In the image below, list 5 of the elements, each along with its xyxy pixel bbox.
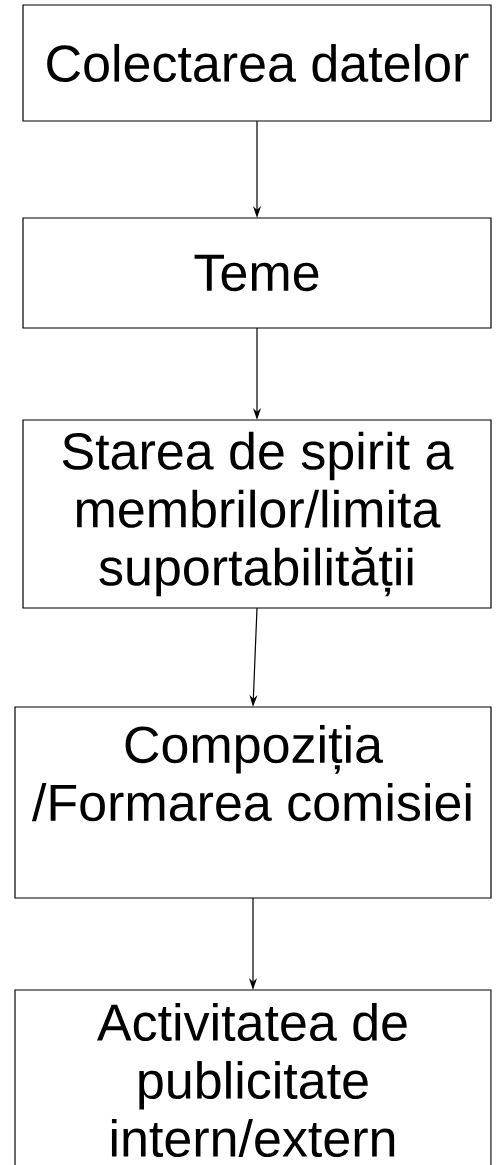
process-box: Starea de spirit a membrilor/limita suportabilității <box>22 419 492 609</box>
process-box: Activitatea de publicitate intern/extern <box>14 989 492 1165</box>
process-box: Compoziția /Formarea comisiei <box>14 706 492 899</box>
process-box: Colectarea datelor <box>22 4 492 122</box>
process-box: Teme <box>22 217 492 329</box>
